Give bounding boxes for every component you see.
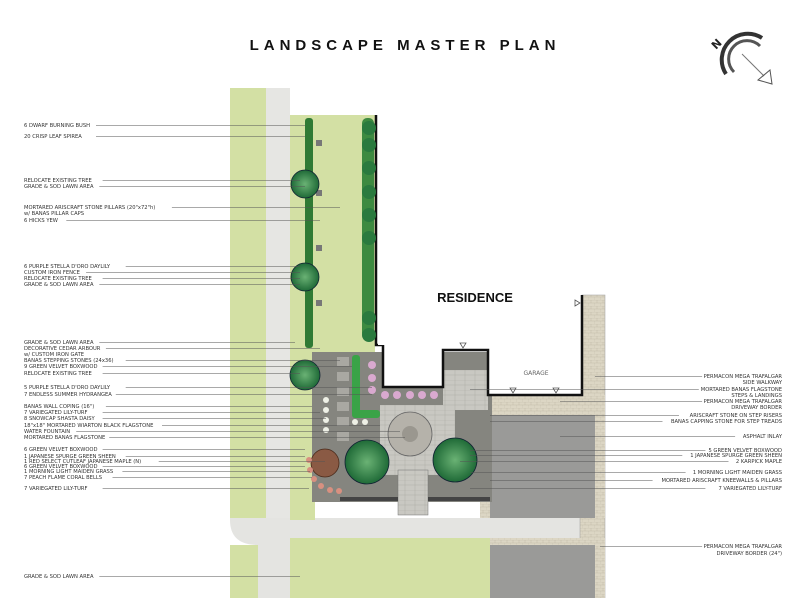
japanese-maple [310,448,340,478]
callout-label: ASPHALT INLAY [743,434,783,440]
karpick-maples [344,437,478,485]
callout-label: 2 KARPICK MAPLE [736,459,782,465]
callout-label: 5 PURPLE STELLA D'ORO DAYLILY [24,385,111,391]
callout-label: w/ CUSTOM IRON GATE [24,352,84,358]
callout-label: GRADE & SOD LAWN AREA [24,184,94,190]
left-callouts: 6 DWARF BURNING BUSH 20 CRISP LEAF SPIREA… [24,123,405,580]
sidewalk-vertical [266,88,290,520]
callout-label: 1 JAPANESE SPURGE GREEN SHEEN [24,454,116,460]
callout-label: GRADE & SOD LAWN AREA [24,282,94,288]
residence-label: RESIDENCE [437,290,513,305]
callout-label: 7 PEACH FLAME CORAL BELLS [24,475,102,481]
side-yard-lawn [290,115,375,355]
callout-label: RELOCATE EXISTING TREE [24,178,92,184]
front-walk-flagstone [397,469,429,516]
steps-landing [443,370,488,410]
callout-label: MORTARED ARISCRAFT STONE PILLARS (20"x72… [24,205,155,211]
callout-label: PERMACON MEGA TRAFALGAR [704,544,783,550]
callout-label: 7 ENDLESS SUMMER HYDRANGEA [24,392,112,398]
flower-bed-hydrangea [368,361,438,399]
kneewall [340,497,490,501]
page-title: LANDSCAPE MASTER PLAN [250,37,561,54]
callout-label: WATER FOUNTAIN [24,429,70,435]
lawn-corner [230,545,258,598]
callout-label: 7 VARIEGATED LILY-TURF [718,486,782,492]
callout-label: BANAS CAPPING STONE FOR STEP TREADS [671,419,782,425]
garage-label: GARAGE [523,370,548,377]
lawn-strip-west [230,88,266,518]
callout-label: PERMACON MEGA TRAFALGAR [704,399,783,405]
callout-label: 9 GREEN VELVET BOXWOOD [24,364,98,370]
callout-label: 6 GREEN VELVET BOXWOOD [24,464,98,470]
callout-label: 6 HICKS YEW [24,218,58,224]
callout-label: 1 MORNING LIGHT MAIDEN GRASS [693,470,782,476]
callout-label: 1 MORNING LIGHT MAIDEN GRASS [24,469,113,475]
existing-trees [289,169,321,391]
callout-label: RELOCATE EXISTING TREE [24,371,92,377]
callout-label: MORTARED BANAS FLAGSTONE [24,435,105,441]
front-lawn [290,538,490,598]
asphalt-inlay [490,415,595,518]
callout-label: DRIVEWAY BORDER [731,405,782,411]
callout-label: CUSTOM IRON FENCE [24,270,80,276]
callout-label: DRIVEWAY BORDER (24") [717,551,782,557]
fountain-basin [402,426,418,442]
callout-label: 8 SNOWCAP SHASTA DAISY [24,416,96,422]
asphalt-front [490,545,595,598]
callout-label: 1 RED SELECT CUTLEAF JAPANESE MAPLE (N) [24,459,141,465]
stone-pillars [316,140,322,306]
callout-label: GRADE & SOD LAWN AREA [24,340,94,346]
boxwood-row [352,355,380,418]
door-markers [459,299,581,394]
callout-label: STEPS & LANDINGS [731,393,782,399]
callout-label: 6 DWARF BURNING BUSH [24,123,90,129]
north-arrow-compass: N [709,31,773,85]
callout-label: w/ BANAS PILLAR CAPS [24,211,84,217]
callout-label: GRADE & SOD LAWN AREA [24,574,94,580]
callout-label: 6 PURPLE STELLA D'ORO DAYLILY [24,264,111,270]
shrubs-east-bed [362,121,376,342]
callout-label: ARISCRAFT STONE ON STEP RISERS [690,413,782,419]
callout-label: PERMACON MEGA TRAFALGAR [704,374,783,380]
callout-label: 7 VARIEGATED LILY-TURF [24,486,88,492]
callout-label: BANAS WALL COPING (16") [24,404,94,410]
callout-label: RELOCATE EXISTING TREE [24,276,92,282]
stepping-stones [337,357,349,441]
residence-interior [378,115,578,345]
callout-label: DECORATIVE CEDAR ARBOUR [24,346,101,352]
callout-label: BANAS STEPPING STONES (24x36) [24,358,114,364]
callout-label: 20 CRISP LEAF SPIREA [24,134,82,140]
callout-label: 18"x18" MORTARED WIARTON BLACK FLAGSTONE [24,423,153,429]
callout-label: MORTARED BANAS FLAGSTONE [701,387,782,393]
callout-label: SIDE WALKWAY [743,380,783,386]
callout-label: 1 JAPANESE SPURGE GREEN SHEEN [690,453,782,459]
callout-label: MORTARED ARISCRAFT KNEEWALLS & PILLARS [661,478,782,484]
callout-label: 7 VARIEGATED LILY-TURF [24,410,88,416]
callout-label: 5 GREEN VELVET BOXWOOD [708,448,782,454]
callout-label: 6 GREEN VELVET BOXWOOD [24,447,98,453]
